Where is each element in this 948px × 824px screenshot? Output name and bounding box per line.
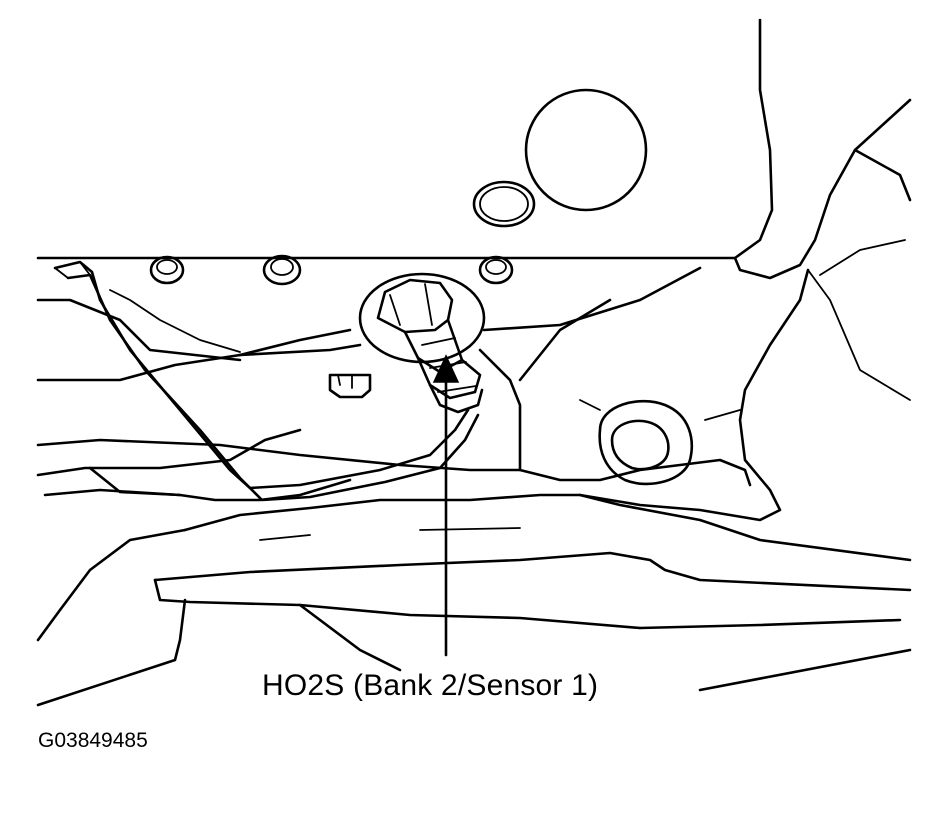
housing-round-boss [524,88,648,212]
oxygen-sensor [376,278,484,414]
leader-arrowhead [432,354,460,383]
callout-leader [432,354,460,657]
sensor-hex-nut [376,278,454,334]
bolt-lower [328,373,372,399]
lower-heat-shield [36,428,912,707]
flange-bolts [149,254,514,399]
bolt-center [262,254,302,286]
bolt-right [478,255,514,285]
engine-block-housing [36,18,912,401]
sensor-wire-harness [53,260,480,502]
bolt-left [149,255,185,285]
bracket-hole [598,399,694,486]
sensor-callout-label: HO2S (Bank 2/Sensor 1) [262,669,599,702]
exhaust-manifold [36,266,810,522]
housing-ring [472,180,536,228]
figure-id: G03849485 [38,729,148,752]
